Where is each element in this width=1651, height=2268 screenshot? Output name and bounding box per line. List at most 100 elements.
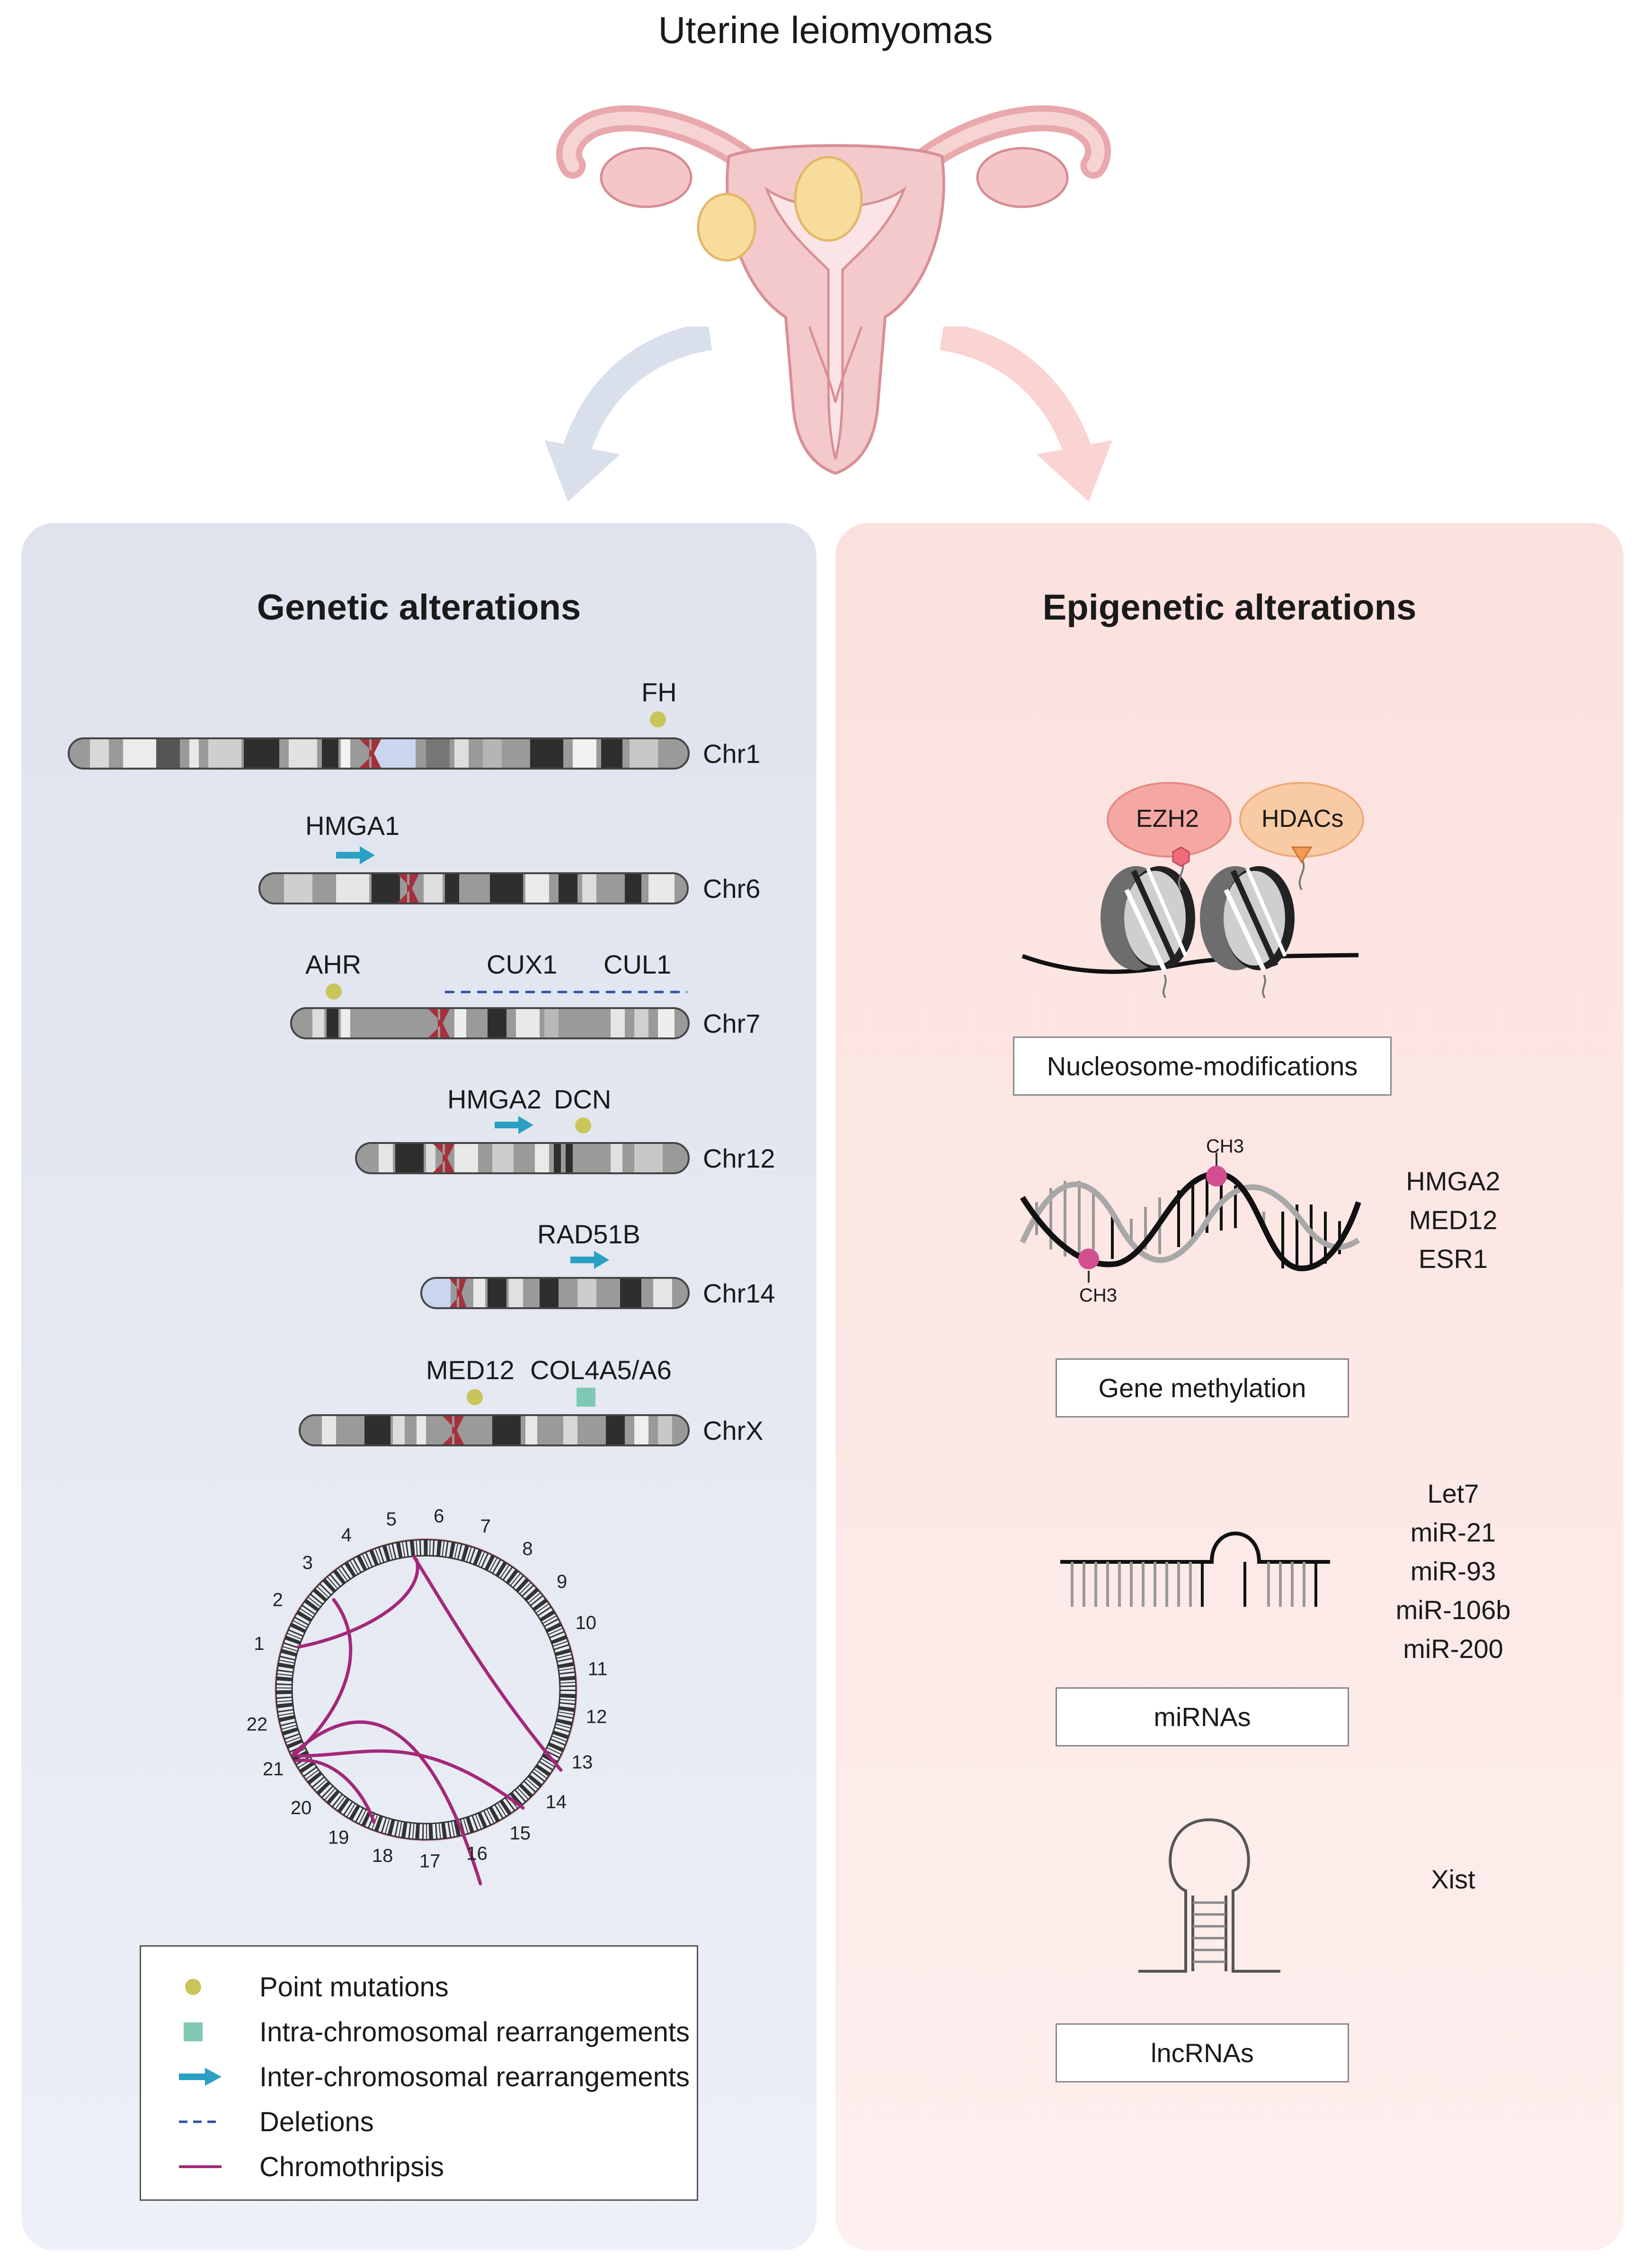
chromothripsis-link	[292, 1598, 353, 1758]
circos-label-21: 21	[263, 1759, 284, 1780]
mirna-illustration	[1060, 1532, 1330, 1607]
circos-label-9: 9	[557, 1571, 567, 1592]
genetic-heading: Genetic alterations	[257, 587, 581, 628]
chromothripsis-link	[412, 1555, 563, 1772]
gene-cux1: CUX1	[487, 949, 558, 979]
chromothripsis-link	[294, 1758, 376, 1824]
nucleosome-1	[1101, 866, 1195, 972]
chromosome-chr6	[258, 846, 689, 904]
point-mutation-ahr	[326, 983, 342, 1000]
chrx-label: ChrX	[703, 1416, 763, 1445]
legend-chromothripsis: Chromothripsis	[174, 2145, 444, 2188]
arrow-to-genetic	[544, 327, 712, 502]
circos-label-1: 1	[254, 1633, 264, 1654]
chr14-label: Chr14	[703, 1278, 775, 1308]
circos-label-20: 20	[291, 1798, 312, 1818]
chr6-label: Chr6	[703, 874, 761, 904]
circos-label-11: 11	[588, 1659, 608, 1680]
figure-title: Uterine leiomyomas	[658, 9, 993, 51]
chromosome-ideograms	[68, 711, 690, 1446]
circos-label-4: 4	[341, 1525, 352, 1546]
gene-hmga2: HMGA2	[447, 1084, 542, 1114]
lncrna-gene-list: Xist	[1431, 1864, 1475, 1894]
circos-label-17: 17	[419, 1851, 441, 1871]
circos-label-12: 12	[586, 1706, 607, 1727]
gene-rad51b: RAD51B	[537, 1219, 640, 1249]
chr7-label: Chr7	[703, 1009, 761, 1038]
nucleosome-2	[1200, 866, 1295, 972]
rearrangement-col4a5	[577, 1388, 595, 1407]
gene-dcn: DCN	[554, 1084, 612, 1114]
lncrnas-box: lncRNAs	[1056, 2023, 1349, 2082]
ch3-bottom-label: CH3	[1079, 1285, 1118, 1306]
nucleosome-modifications-box: Nucleosome-modifications	[1013, 1037, 1392, 1096]
dashed-line-icon	[179, 2120, 222, 2123]
mirna-gene-list: Let7 miR-21 miR-93 miR-106b miR-200	[1395, 1479, 1511, 1664]
chromothripsis-link	[296, 1749, 525, 1810]
arrow-hmga2	[495, 1116, 533, 1134]
circos-label-16: 16	[466, 1843, 488, 1864]
point-mutation-fh	[650, 711, 666, 727]
methyl-group-top	[1206, 1166, 1227, 1187]
chromosome-chr14	[420, 1251, 690, 1309]
chr1-label: Chr1	[703, 739, 761, 769]
legend-deletion: Deletions	[174, 2100, 374, 2143]
legend-point: Point mutations	[174, 1966, 449, 2008]
circos-label-5: 5	[386, 1509, 397, 1530]
point-mutation-dcn	[575, 1117, 591, 1134]
legend: Point mutations Intra-chromosomal rearra…	[140, 1945, 698, 2201]
circos-label-2: 2	[273, 1589, 283, 1610]
chromosome-chrx	[299, 1388, 690, 1446]
circos-label-7: 7	[480, 1516, 491, 1537]
chromosome-chr12	[355, 1116, 690, 1174]
gene-ahr: AHR	[305, 949, 362, 979]
acetyl-mark	[1291, 846, 1313, 864]
chromothripsis-link	[292, 1720, 482, 1886]
lncrna-hairpin-illustration	[1138, 1818, 1280, 1973]
gene-col4a5: COL4A5/A6	[530, 1355, 672, 1385]
arrow-icon	[179, 2068, 222, 2086]
arrow-to-epigenetic	[940, 327, 1112, 502]
arrow-hmga1	[336, 846, 375, 864]
uterus-illustration	[556, 105, 1111, 475]
line-icon	[179, 2165, 222, 2168]
point-mutation-med12	[467, 1389, 483, 1405]
circos-label-8: 8	[522, 1538, 533, 1559]
arrow-rad51b	[570, 1251, 609, 1269]
gene-methylation-box: Gene methylation	[1056, 1358, 1349, 1418]
gene-fh: FH	[641, 677, 677, 707]
chromosome-chr7	[290, 983, 690, 1039]
hdacs-label: HDACs	[1261, 805, 1344, 833]
circos-label-10: 10	[575, 1612, 596, 1633]
ezh2-label: EZH2	[1136, 805, 1199, 833]
chr12-label: Chr12	[703, 1143, 775, 1173]
methyl-mark	[1172, 846, 1190, 867]
ch3-top-label: CH3	[1206, 1136, 1244, 1157]
circos-label-18: 18	[372, 1845, 393, 1866]
chromothripsis-link	[296, 1558, 419, 1649]
methylation-gene-list: HMGA2 MED12 ESR1	[1406, 1166, 1500, 1274]
circos-label-13: 13	[572, 1752, 593, 1772]
circos-label-6: 6	[434, 1506, 444, 1527]
circos-label-14: 14	[546, 1792, 567, 1813]
ezh2-bubble	[1107, 782, 1232, 858]
chromosome-chr1	[68, 711, 690, 770]
mirnas-box: miRNAs	[1056, 1687, 1349, 1746]
circos-label-15: 15	[510, 1823, 531, 1844]
circos-label-22: 22	[247, 1714, 268, 1735]
methyl-group-bottom	[1078, 1249, 1099, 1269]
gene-med12: MED12	[426, 1355, 515, 1385]
point-icon	[185, 1979, 201, 1995]
epigenetic-heading: Epigenetic alterations	[1042, 587, 1417, 628]
nucleosome-illustration	[1021, 782, 1364, 999]
legend-arrow: Inter-chromosomal rearrangements	[174, 2055, 690, 2098]
gene-cul1: CUL1	[604, 949, 672, 979]
legend-square: Intra-chromosomal rearrangements	[174, 2011, 690, 2053]
chromothripsis-links	[292, 1555, 563, 1886]
square-icon	[184, 2022, 203, 2041]
circos-label-19: 19	[328, 1827, 349, 1848]
dna-helix-illustration	[1020, 1152, 1361, 1283]
gene-hmga1: HMGA1	[305, 811, 400, 841]
